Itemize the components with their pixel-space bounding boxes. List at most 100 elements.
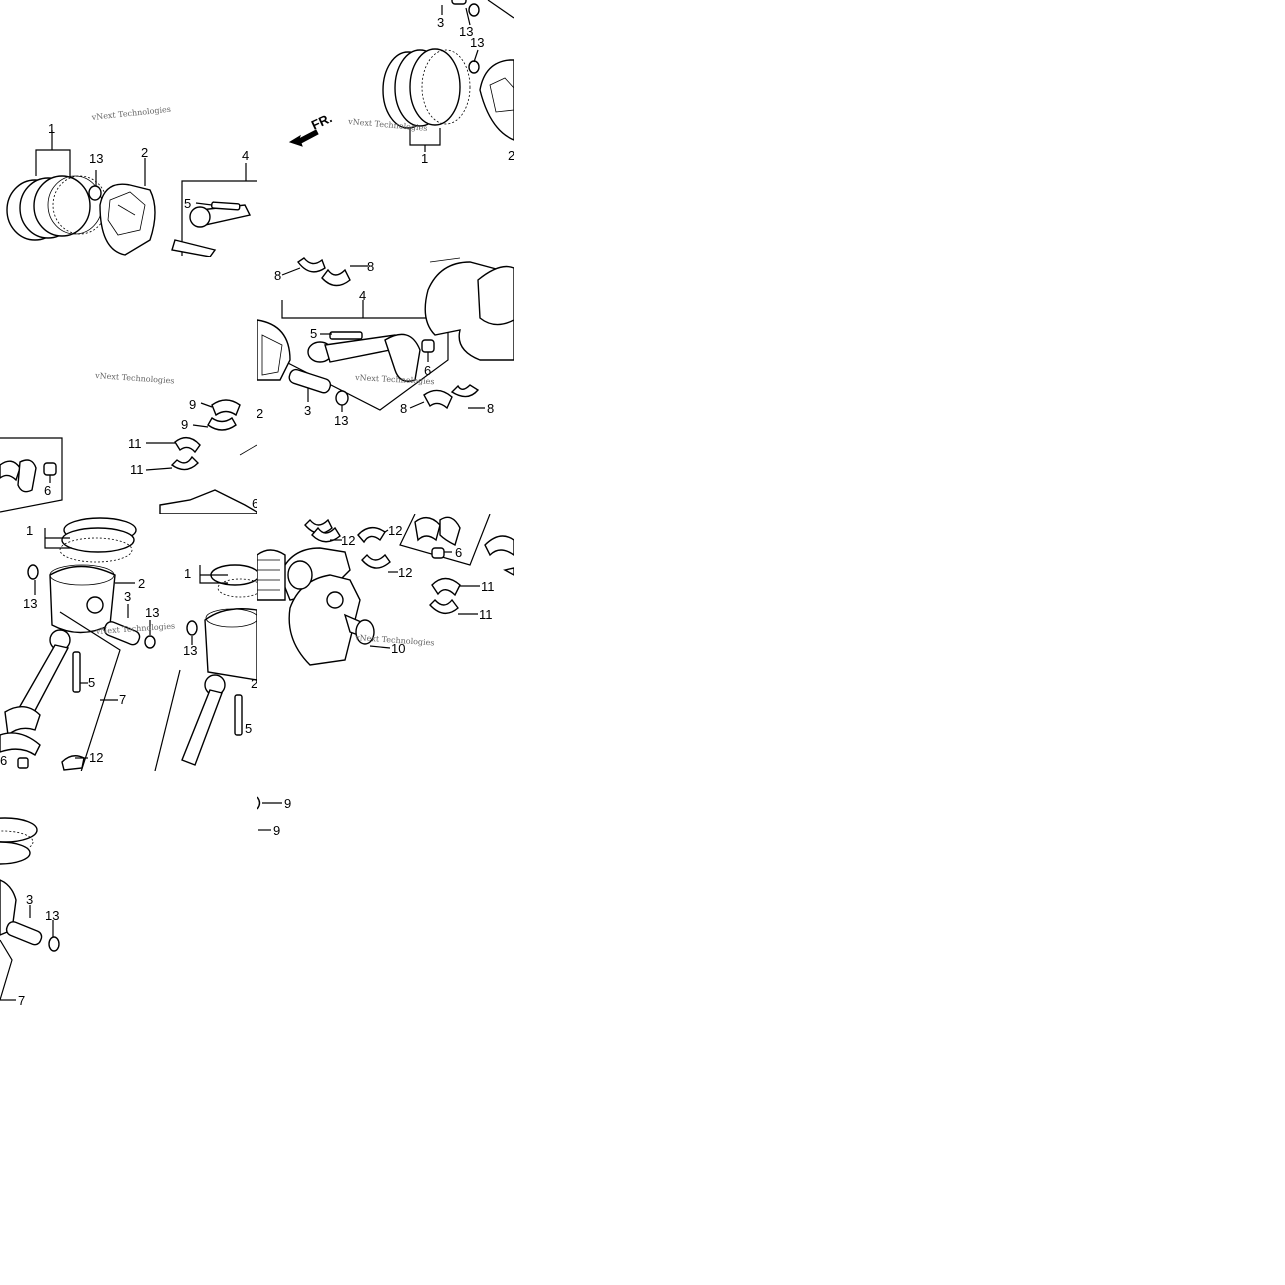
- bearing-shell-11a: [431, 577, 461, 597]
- ring-clip: [335, 390, 349, 406]
- callout-5: 5: [245, 721, 252, 736]
- callout-8: 8: [274, 268, 281, 283]
- piston-ring-set: [382, 48, 471, 129]
- callout-12: 12: [398, 565, 412, 580]
- piston-ring-set: [59, 517, 137, 563]
- tile-piston-rod-lower-left: 1 2 13 3 13 5 7 12 6 13 1 5 2 vNext Tech…: [0, 517, 258, 771]
- tile-crankshaft: 12 12 12 6 11 11 10 vNext Technologies: [257, 514, 514, 666]
- callout-12: 12: [388, 523, 402, 538]
- callout-13: 13: [89, 151, 103, 166]
- callout-6: 6: [44, 483, 51, 498]
- bearing-shell-8d: [450, 384, 480, 398]
- front-direction-arrow: [288, 129, 319, 147]
- watermark: vNext Technologies: [90, 105, 171, 122]
- callout-13: 13: [45, 908, 59, 923]
- bearing-shell-12c: [357, 527, 386, 544]
- callout-2: 2: [138, 576, 145, 591]
- watermark: vNext Technologies: [354, 373, 435, 386]
- crankshaft-partial: [424, 257, 514, 361]
- ring-clip: [468, 3, 480, 17]
- bearing-shell-8c: [423, 389, 453, 410]
- callout-2: 2: [508, 148, 515, 163]
- piston-pin: [451, 0, 467, 5]
- bearing-shell-11b: [429, 598, 459, 614]
- callout-1: 1: [421, 151, 428, 166]
- bearing-shell-11a: [174, 437, 201, 454]
- tile-piston-rings-upper-right: FR. 1 13 13 3 2 vNext Technologies: [288, 0, 515, 166]
- callout-6: 6: [424, 363, 431, 378]
- tile-bearing-callouts: 9 9: [257, 796, 291, 838]
- bearing-shell-12: [61, 755, 85, 771]
- callout-7: 7: [18, 993, 25, 1008]
- bearing-shell-8b: [321, 268, 351, 287]
- callout-8: 8: [400, 401, 407, 416]
- callout-1: 1: [26, 523, 33, 538]
- ring-clip: [27, 564, 39, 580]
- callout-3: 3: [124, 589, 131, 604]
- callout-6: 6: [0, 753, 7, 768]
- callout-11: 11: [128, 436, 142, 451]
- tile-connecting-rod-assembly: 8 8 4 5 6 3 13 8 8 2 vNext Technologies: [256, 257, 514, 428]
- callout-13: 13: [459, 24, 473, 39]
- callout-3: 3: [26, 892, 33, 907]
- callout-3: 3: [304, 403, 311, 418]
- bearing-shell-12d: [361, 553, 391, 569]
- bearing-shell-9b: [207, 416, 237, 431]
- callout-12: 12: [341, 533, 355, 548]
- callout-3: 3: [437, 15, 444, 30]
- callout-2: 2: [251, 676, 258, 691]
- ring-clip: [468, 60, 480, 74]
- callout-9: 9: [284, 796, 291, 811]
- tile-piston-pin-lower: 3 13 7: [0, 817, 60, 1008]
- ring-clip: [88, 185, 102, 201]
- bearing-shell-11b: [170, 455, 199, 471]
- callout-13: 13: [23, 596, 37, 611]
- callout-6: 6: [252, 496, 259, 511]
- piston: [99, 183, 156, 256]
- tile-piston-rings-upper-left: 1 13 2 4 5 vNext Technologies: [6, 105, 257, 257]
- callout-11: 11: [479, 607, 493, 622]
- connecting-rod: [171, 201, 252, 257]
- callout-9: 9: [181, 417, 188, 432]
- callout-13: 13: [183, 643, 197, 658]
- piston-pin: [288, 368, 332, 394]
- piston-ring-set: [6, 175, 108, 241]
- crankshaft-partial: [159, 444, 257, 514]
- callout-9: 9: [189, 397, 196, 412]
- callout-11: 11: [481, 579, 495, 594]
- watermark: vNext Technologies: [94, 371, 175, 386]
- piston-ring-set-partial: [0, 817, 38, 865]
- callout-9: 9: [273, 823, 280, 838]
- connecting-rod-partial: [154, 669, 243, 771]
- piston: [49, 564, 116, 634]
- piston-pin: [5, 921, 43, 946]
- callout-10: 10: [391, 641, 405, 656]
- callout-1: 1: [184, 566, 191, 581]
- callout-5: 5: [88, 675, 95, 690]
- callout-5: 5: [184, 196, 191, 211]
- bearing-shell-12b: [311, 526, 341, 543]
- connecting-rod: [0, 629, 81, 769]
- callout-6: 6: [455, 545, 462, 560]
- bearing-shell-partial: [484, 535, 514, 576]
- rod-cap-left: [0, 459, 57, 493]
- callout-12: 12: [89, 750, 103, 765]
- callout-7: 7: [119, 692, 126, 707]
- callout-2: 2: [256, 406, 263, 421]
- piston: [479, 59, 514, 141]
- callout-13: 13: [334, 413, 348, 428]
- piston-partial: [186, 564, 257, 681]
- callout-4: 4: [242, 148, 249, 163]
- callout-1: 1: [48, 121, 55, 136]
- tile-bearings-left: 9 9 11 11 6 6 vNext Technologies: [0, 371, 259, 514]
- bearing-shell-9a: [211, 399, 241, 417]
- callout-5: 5: [310, 326, 317, 341]
- callout-2: 2: [141, 145, 148, 160]
- callout-8: 8: [367, 259, 374, 274]
- piston-partial: [257, 319, 291, 381]
- bearing-shell-partial: [257, 796, 261, 810]
- callout-11: 11: [130, 462, 144, 477]
- crankshaft: [257, 547, 375, 666]
- piston-pin: [103, 621, 141, 646]
